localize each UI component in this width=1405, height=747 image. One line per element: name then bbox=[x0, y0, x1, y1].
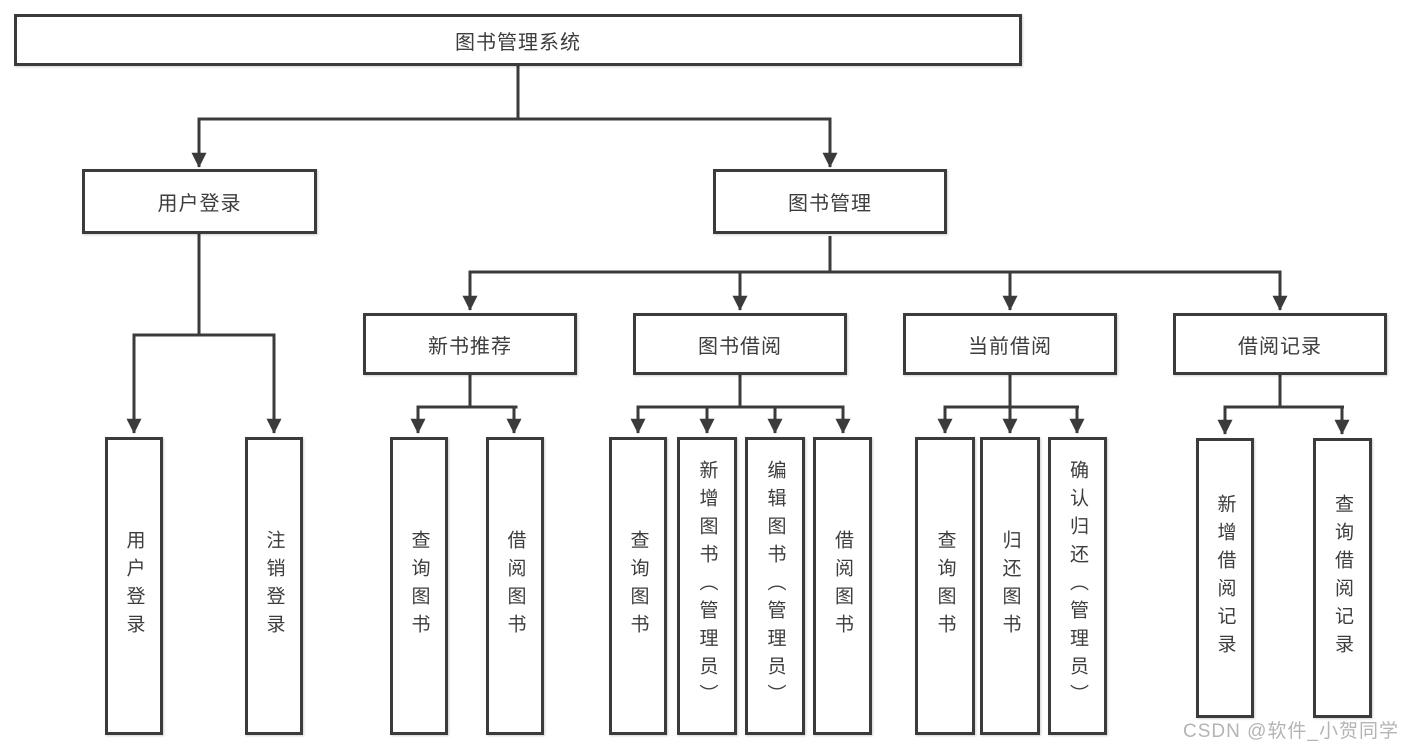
leaf-confirm-return-admin: 确认归还（管理员） bbox=[1048, 437, 1107, 735]
leaf-borrow-book: 借阅图书 bbox=[813, 437, 872, 735]
leaf-query-books: 查询图书 bbox=[609, 437, 667, 735]
node-book-borrow: 图书借阅 bbox=[633, 313, 847, 375]
node-borrow-records: 借阅记录 bbox=[1173, 313, 1387, 375]
node-book-management-label: 图书管理 bbox=[788, 193, 872, 215]
leaf-add-borrow-record: 新增借阅记录 bbox=[1196, 438, 1254, 718]
leaf-borrow-book: 借阅图书 bbox=[486, 437, 544, 735]
node-root-label: 图书管理系统 bbox=[455, 31, 581, 54]
node-user-login: 用户登录 bbox=[82, 169, 317, 234]
node-borrow-records-label: 借阅记录 bbox=[1238, 335, 1322, 358]
watermark: CSDN @软件_小贺同学 bbox=[1183, 721, 1399, 742]
leaf-add-book-admin: 新增图书（管理员） bbox=[677, 437, 737, 735]
leaf-query-books: 查询图书 bbox=[915, 437, 975, 735]
node-book-management: 图书管理 bbox=[713, 169, 947, 234]
leaf-logout: 注销登录 bbox=[245, 437, 303, 735]
node-book-borrow-label: 图书借阅 bbox=[698, 335, 782, 358]
node-current-borrow-label: 当前借阅 bbox=[968, 335, 1052, 358]
leaf-query-books: 查询图书 bbox=[390, 437, 448, 735]
node-new-book-recommend: 新书推荐 bbox=[363, 313, 577, 375]
leaf-user-login: 用户登录 bbox=[105, 437, 163, 735]
node-user-login-label: 用户登录 bbox=[157, 193, 242, 215]
leaf-edit-book-admin: 编辑图书（管理员） bbox=[745, 437, 805, 735]
leaf-query-borrow-record: 查询借阅记录 bbox=[1313, 438, 1372, 718]
node-current-borrow: 当前借阅 bbox=[903, 313, 1117, 375]
node-new-book-recommend-label: 新书推荐 bbox=[428, 335, 512, 358]
node-root: 图书管理系统 bbox=[14, 14, 1022, 66]
leaf-return-book: 归还图书 bbox=[980, 437, 1040, 735]
